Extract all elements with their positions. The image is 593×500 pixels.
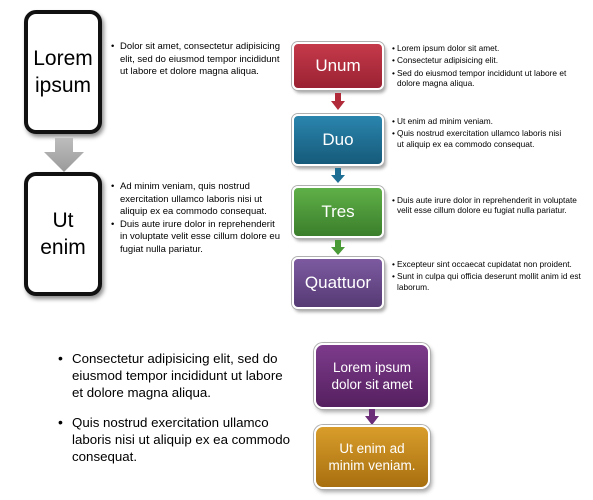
left-bullets-1: Dolor sit amet, consectetur adipisicing … — [111, 41, 281, 79]
bullet-item: Quis nostrud exercitation ullamco labori… — [392, 128, 562, 149]
step-box-quattuor: Quattuor — [292, 257, 384, 309]
left-box-ut-enim: Ut enim — [24, 172, 102, 296]
gray-down-arrow — [44, 138, 84, 172]
small-arrow-2 — [331, 168, 345, 183]
step-bullets-tres: Duis aute irure dolor in reprehenderit i… — [392, 195, 582, 220]
step-bullets-quattuor: Excepteur sint occaecat cupidatat non pr… — [392, 259, 582, 296]
bullet-item: Sunt in culpa qui officia deserunt molli… — [392, 271, 582, 292]
bullet-item: Ut enim ad minim veniam. — [392, 116, 562, 127]
step-box-duo: Duo — [292, 114, 384, 166]
bullet-item: Excepteur sint occaecat cupidatat non pr… — [392, 259, 582, 270]
bullet-item: Quis nostrud exercitation ullamco labori… — [58, 414, 293, 465]
left-bullets-2: Ad minim veniam, quis nostrud exercitati… — [111, 181, 281, 257]
bottom-box-2-label: Ut enim ad minim veniam. — [328, 441, 416, 473]
bullet-item: Dolor sit amet, consectetur adipisicing … — [111, 41, 281, 79]
step-box-unum: Unum — [292, 42, 384, 90]
step-bullets-duo: Ut enim ad minim veniam. Quis nostrud ex… — [392, 116, 562, 153]
step-box-tres: Tres — [292, 186, 384, 238]
bullet-item: Duis aute irure dolor in reprehenderit i… — [111, 219, 281, 257]
bullet-item: Duis aute irure dolor in reprehenderit i… — [392, 195, 582, 216]
bullet-item: Consectetur adipisicing elit. — [392, 55, 577, 66]
step-label: Unum — [315, 56, 361, 75]
bullet-item: Consectetur adipisicing elit, sed do eiu… — [58, 350, 293, 401]
small-arrow-bottom — [365, 409, 379, 425]
bottom-box-1-label: Lorem ipsum dolor sit amet — [331, 360, 413, 392]
bullet-item: Sed do eiusmod tempor incididunt ut labo… — [392, 68, 577, 89]
bullet-item: Ad minim veniam, quis nostrud exercitati… — [111, 181, 281, 219]
bottom-box-1: Lorem ipsum dolor sit amet — [314, 343, 430, 409]
bottom-bullets: Consectetur adipisicing elit, sed do eiu… — [58, 350, 293, 478]
small-arrow-3 — [331, 240, 345, 255]
left-box-lorem-ipsum: Lorem ipsum — [24, 10, 102, 134]
step-bullets-unum: Lorem ipsum dolor sit amet. Consectetur … — [392, 43, 577, 93]
step-label: Quattuor — [304, 273, 372, 292]
step-label: Duo — [322, 130, 354, 149]
left-box-2-label: Ut enim — [40, 208, 86, 259]
step-label: Tres — [321, 202, 355, 221]
small-arrow-1 — [331, 93, 345, 110]
bullet-item: Lorem ipsum dolor sit amet. — [392, 43, 577, 54]
left-box-1-label: Lorem ipsum — [33, 46, 93, 97]
bottom-box-2: Ut enim ad minim veniam. — [314, 425, 430, 489]
